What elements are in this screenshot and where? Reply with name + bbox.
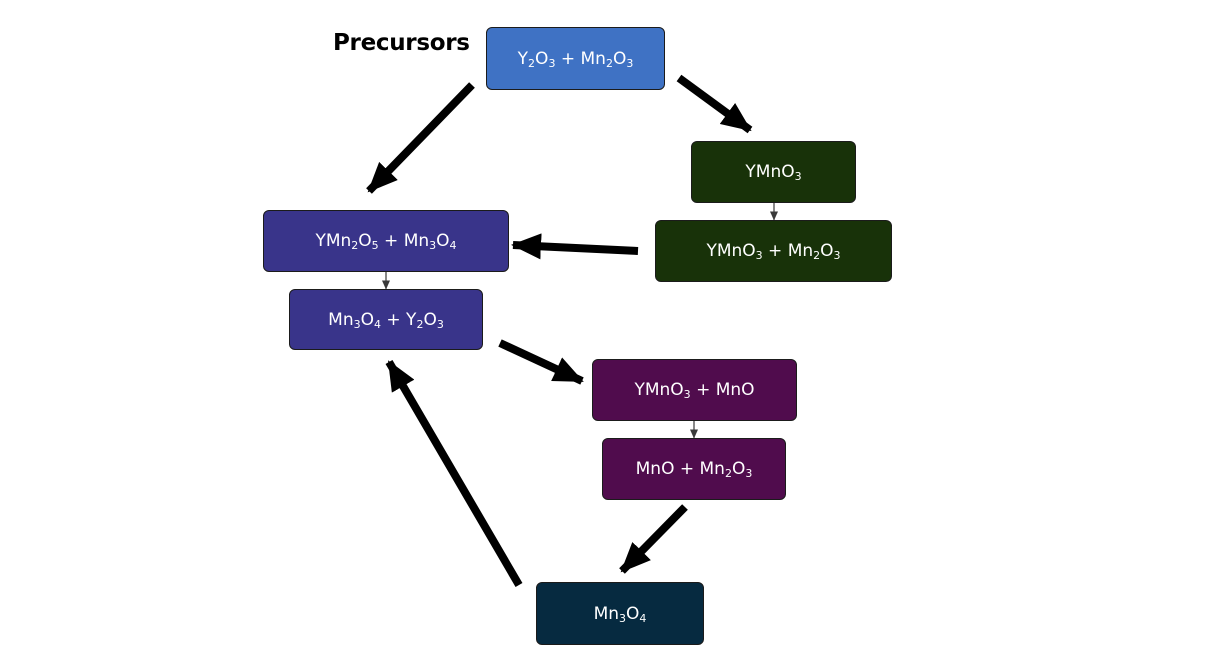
node-ymno3: YMnO3 — [691, 141, 856, 203]
node-ymn2o5-mn3o4: YMn2O5 + Mn3O4 — [263, 210, 509, 272]
formula-subscript: 5 — [371, 239, 379, 252]
node-label: MnO + Mn2O3 — [636, 459, 753, 479]
formula-subscript: 3 — [548, 56, 556, 70]
node-label: Mn3O4 — [594, 604, 647, 624]
formula-subscript: 2 — [605, 56, 613, 70]
node-ymno3-mn2o3: YMnO3 + Mn2O3 — [655, 220, 892, 282]
formula-subscript: 2 — [813, 249, 821, 262]
formula-text: Y — [517, 48, 529, 69]
formula-text: O — [360, 309, 374, 330]
formula-subscript: 3 — [833, 249, 841, 262]
formula-subscript: 3 — [626, 56, 634, 70]
formula-text: YMn — [315, 231, 352, 251]
formula-text: O — [731, 459, 746, 479]
formula-text: O — [626, 603, 640, 624]
formula-text: O — [612, 48, 627, 69]
formula-text: YMnO — [634, 380, 684, 400]
node-mn3o4-y2o3: Mn3O4 + Y2O3 — [289, 289, 483, 350]
node-label: YMn2O5 + Mn3O4 — [315, 231, 456, 251]
formula-text: + Y — [381, 309, 417, 330]
formula-text: Mn — [593, 603, 620, 624]
arrow-ymno3mn2o3-to-ymn2o5 — [511, 233, 639, 260]
formula-text: O — [820, 241, 834, 261]
node-precursors: Y2O3 + Mn2O3 — [486, 27, 665, 90]
formula-subscript: 3 — [353, 317, 361, 331]
formula-subscript: 2 — [416, 317, 424, 331]
formula-subscript: 3 — [436, 317, 444, 331]
formula-text: + Mn — [378, 231, 430, 251]
node-mn3o4: Mn3O4 — [536, 582, 704, 645]
arrow-mnomn2o3-to-mn3o4 — [619, 504, 688, 574]
formula-subscript: 3 — [794, 170, 802, 183]
precursors-label: Precursors — [333, 30, 470, 56]
arrow-precursors-to-ymno3 — [676, 74, 753, 134]
node-mno-mn2o3: MnO + Mn2O3 — [602, 438, 786, 500]
formula-subscript: 4 — [374, 317, 381, 331]
formula-text: O — [358, 231, 372, 251]
formula-text: + Mn — [555, 48, 606, 69]
node-label: Y2O3 + Mn2O3 — [518, 49, 634, 69]
arrow-precursors-to-ymn2o5 — [366, 82, 475, 194]
formula-subscript: 4 — [639, 611, 647, 625]
arrow-mn3o4y2o3-to-ymno3mno — [498, 339, 584, 385]
formula-subscript: 3 — [683, 388, 691, 401]
formula-subscript: 3 — [429, 239, 437, 252]
formula-text: MnO + Mn — [635, 459, 725, 479]
formula-text: Mn — [328, 309, 354, 330]
formula-subscript: 2 — [351, 239, 359, 252]
formula-text: O — [436, 231, 450, 251]
formula-text: YMnO — [706, 241, 756, 261]
formula-subscript: 3 — [755, 249, 763, 262]
formula-text: + Mn — [762, 241, 814, 261]
node-label: Mn3O4 + Y2O3 — [328, 310, 444, 330]
formula-subscript: 4 — [449, 239, 457, 252]
arrow-mn3o4-to-mn3o4y2o3 — [385, 359, 523, 588]
node-label: YMnO3 + Mn2O3 — [706, 241, 840, 261]
node-label: YMnO3 — [745, 162, 801, 182]
formula-subscript: 3 — [619, 611, 627, 625]
formula-text: + MnO — [690, 380, 755, 400]
formula-text: O — [423, 309, 437, 330]
formula-text: YMnO — [745, 162, 795, 182]
formula-subscript: 3 — [745, 467, 753, 480]
node-ymno3-mno: YMnO3 + MnO — [592, 359, 797, 421]
formula-text: O — [535, 48, 549, 69]
node-label: YMnO3 + MnO — [634, 380, 754, 400]
formula-subscript: 2 — [528, 56, 536, 70]
formula-subscript: 2 — [724, 467, 732, 480]
